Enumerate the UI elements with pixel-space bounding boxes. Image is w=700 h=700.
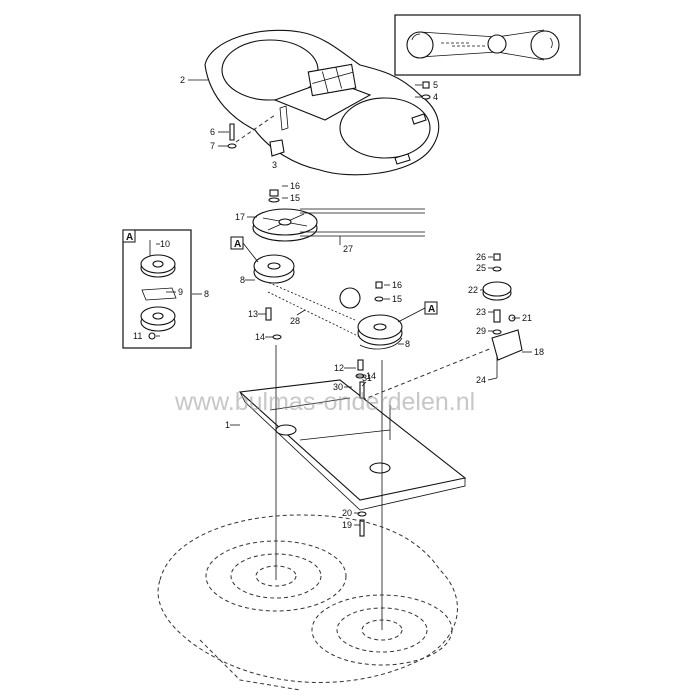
callout-4: 4 <box>433 92 438 102</box>
callout-18: 18 <box>534 347 544 357</box>
callout-19: 19 <box>342 520 352 530</box>
callout-22: 22 <box>468 285 478 295</box>
callout-28: 28 <box>290 316 300 326</box>
callout-8: 8 <box>204 289 209 299</box>
timing-belt-assembly <box>253 254 403 350</box>
engine-belt <box>300 208 425 237</box>
callout-11: 11 <box>133 331 142 341</box>
inset-letter: A <box>428 304 435 315</box>
inset-letter: A <box>234 239 241 250</box>
callout-14: 14 <box>255 332 265 342</box>
callout-8: 8 <box>405 339 410 349</box>
callout-15: 15 <box>290 193 300 203</box>
pulley-detail-inset <box>122 229 192 349</box>
callout-16: 16 <box>392 280 402 290</box>
inset-letter: A <box>126 232 133 243</box>
mower-deck-outline <box>157 514 458 691</box>
callout-7: 7 <box>210 141 215 151</box>
callout-26: 26 <box>476 252 486 262</box>
watermark-text: www.bulmas-onderdelen.nl <box>174 388 475 416</box>
callout-23: 23 <box>476 307 486 317</box>
drive-pulley <box>252 189 318 242</box>
callout-2: 2 <box>180 75 185 85</box>
callout-29: 29 <box>476 326 486 336</box>
callout-3: 3 <box>272 160 277 170</box>
callout-14: 14 <box>366 371 376 381</box>
callout-21: 21 <box>522 313 532 323</box>
callout-15: 15 <box>392 294 402 304</box>
inset-reference-tags <box>230 236 438 323</box>
belt-cover <box>204 29 440 176</box>
callout-27: 27 <box>343 244 353 254</box>
deck-base-plate <box>238 359 467 511</box>
callout-numbers: 1 2 3 4 5 6 7 8 8 8 9 10 11 12 13 14 14 … <box>133 75 544 530</box>
callout-25: 25 <box>476 263 486 273</box>
callout-8: 8 <box>240 275 245 285</box>
callout-13: 13 <box>248 309 258 319</box>
cover-vent-grille <box>307 63 357 97</box>
callout-24: 24 <box>476 375 486 385</box>
callout-16: 16 <box>290 181 300 191</box>
callout-10: 10 <box>160 239 170 249</box>
callout-9: 9 <box>178 287 183 297</box>
callout-17: 17 <box>235 212 245 222</box>
callout-31: 31 <box>362 373 372 383</box>
callout-30: 30 <box>333 382 343 392</box>
callout-1: 1 <box>225 420 230 430</box>
belt-routing-inset <box>394 14 581 76</box>
callout-20: 20 <box>342 508 352 518</box>
callout-5: 5 <box>433 80 438 90</box>
callout-6: 6 <box>210 127 215 137</box>
callout-12: 12 <box>334 363 344 373</box>
callout-leaders <box>156 79 532 526</box>
